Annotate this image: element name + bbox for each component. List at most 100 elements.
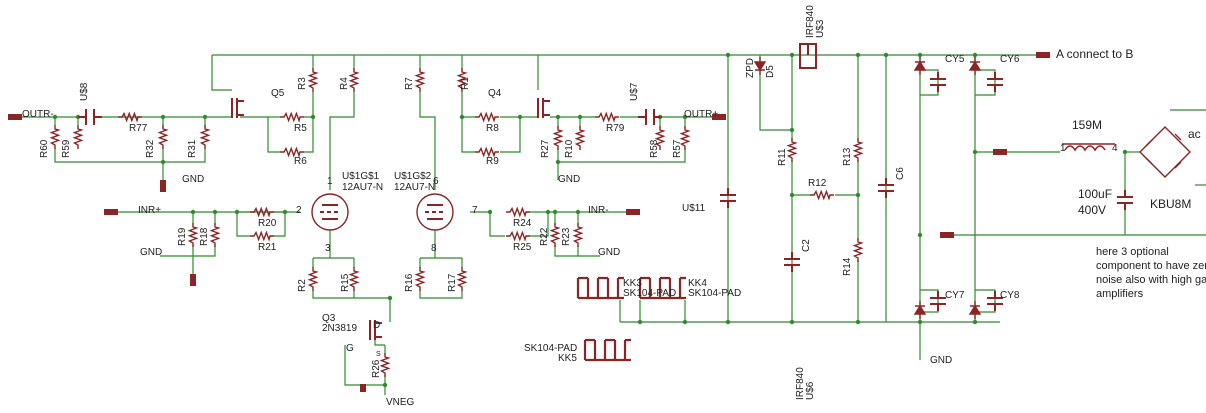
r13	[852, 138, 864, 162]
r1-label: R1	[460, 77, 471, 90]
junction-dot	[545, 209, 551, 215]
cy7-label: CY7	[945, 290, 965, 301]
cy6-label: CY6	[1000, 54, 1020, 65]
c6-label: C6	[895, 167, 906, 180]
gnd-label-2: GND	[140, 247, 163, 258]
noise-pad	[940, 232, 954, 238]
junction-dot	[310, 114, 316, 120]
cy7	[930, 291, 946, 311]
q5-src	[304, 92, 314, 118]
r12	[810, 189, 834, 201]
r16-label: R16	[404, 273, 415, 292]
r25	[506, 230, 530, 242]
inr-plus-label: INR+	[138, 205, 162, 216]
tube2-pin-8: 8	[431, 243, 437, 254]
connect-pad	[1036, 52, 1050, 58]
bridge-diodes	[1145, 133, 1182, 169]
heatsink-kk5	[583, 338, 631, 362]
wire	[489, 212, 505, 237]
zener-wire	[759, 55, 792, 131]
tube1-pin-2: 2	[296, 205, 302, 216]
junction-dot	[972, 52, 978, 58]
r16	[414, 267, 426, 291]
r6-label: R6	[294, 156, 307, 167]
r11-label: R11	[777, 148, 788, 166]
r60-label: R60	[39, 139, 50, 158]
r22	[549, 223, 561, 247]
inductor-pad	[993, 149, 1007, 155]
r77-label: R77	[129, 123, 148, 134]
wire	[192, 245, 216, 257]
inr-plus-pad	[104, 209, 118, 215]
r22-label: R22	[539, 227, 550, 246]
inductor-pin-4: 4	[1112, 143, 1118, 154]
inductor-value: 159M	[1072, 118, 1103, 132]
wire	[419, 290, 463, 299]
left-bottom	[54, 148, 206, 163]
c2-label: C2	[801, 239, 812, 252]
c6	[878, 178, 894, 198]
vneg-label: VNEG	[386, 397, 415, 408]
kk4-pad: SK104-PAD	[688, 288, 742, 299]
u6-label: U$6	[805, 381, 816, 400]
tube1-name: U$1G$1	[342, 171, 380, 182]
r19-pad	[190, 274, 196, 286]
tube1-pin-1: 1	[327, 176, 333, 187]
tube1-type: 12AU7-N	[342, 182, 384, 193]
r3	[307, 68, 319, 92]
r12-label: R12	[808, 178, 827, 189]
outr-plus-label: OUTR+	[684, 109, 719, 120]
r4	[348, 68, 360, 92]
junction-dot	[575, 209, 581, 215]
r27	[552, 126, 564, 150]
connect-label: A connect to B	[1056, 47, 1134, 61]
gnd-label-3: GND	[558, 174, 581, 185]
r2-label: R2	[297, 279, 308, 292]
r79-label: R79	[606, 123, 625, 134]
inr-minus-pad	[626, 209, 640, 215]
r8-label: R8	[486, 123, 499, 134]
wire	[920, 69, 939, 96]
r32	[157, 125, 169, 149]
r23-label: R23	[561, 227, 572, 246]
q3-pad	[360, 384, 366, 392]
wire	[530, 211, 549, 237]
junction-dot	[552, 209, 558, 215]
zpd-label: ZPD	[745, 58, 756, 78]
heatsink-kk4	[638, 276, 686, 300]
r10	[574, 126, 586, 150]
wire	[273, 211, 286, 237]
kk3-label: KK3	[623, 278, 642, 289]
inductor-159m	[1062, 143, 1115, 152]
mosfet-u3	[799, 43, 817, 69]
heatsink-kk3	[576, 276, 624, 300]
tube2-electrodes	[425, 204, 443, 220]
cy8	[987, 291, 1003, 311]
bulk-cap	[1117, 190, 1133, 210]
u8-label: U$8	[79, 82, 90, 101]
junction-dot	[855, 192, 861, 198]
junction-dot	[160, 159, 166, 165]
q3-gate: G	[346, 343, 354, 354]
kk5-pad: SK104-PAD	[524, 343, 578, 354]
tube2-pin-7: 7	[472, 205, 478, 216]
r6-link	[240, 116, 280, 153]
r17-label: R17	[447, 273, 458, 292]
r15	[348, 267, 360, 291]
diode-cy6	[968, 57, 982, 75]
junction-dot	[789, 319, 795, 325]
junction-dot	[212, 209, 218, 215]
tube1	[311, 193, 349, 231]
r27-label: R27	[540, 139, 551, 158]
r26	[379, 353, 391, 377]
cap-u11	[720, 188, 736, 208]
r5	[280, 111, 304, 123]
junction-dot	[855, 319, 861, 325]
d5-label: D5	[765, 65, 776, 78]
inductor-pin-1: 1	[1060, 143, 1066, 154]
wires	[12, 52, 1206, 395]
junction-dot	[789, 52, 795, 58]
junction-dot	[190, 209, 196, 215]
r14	[852, 238, 864, 262]
outr-minus-label: OUTR-	[22, 109, 54, 120]
